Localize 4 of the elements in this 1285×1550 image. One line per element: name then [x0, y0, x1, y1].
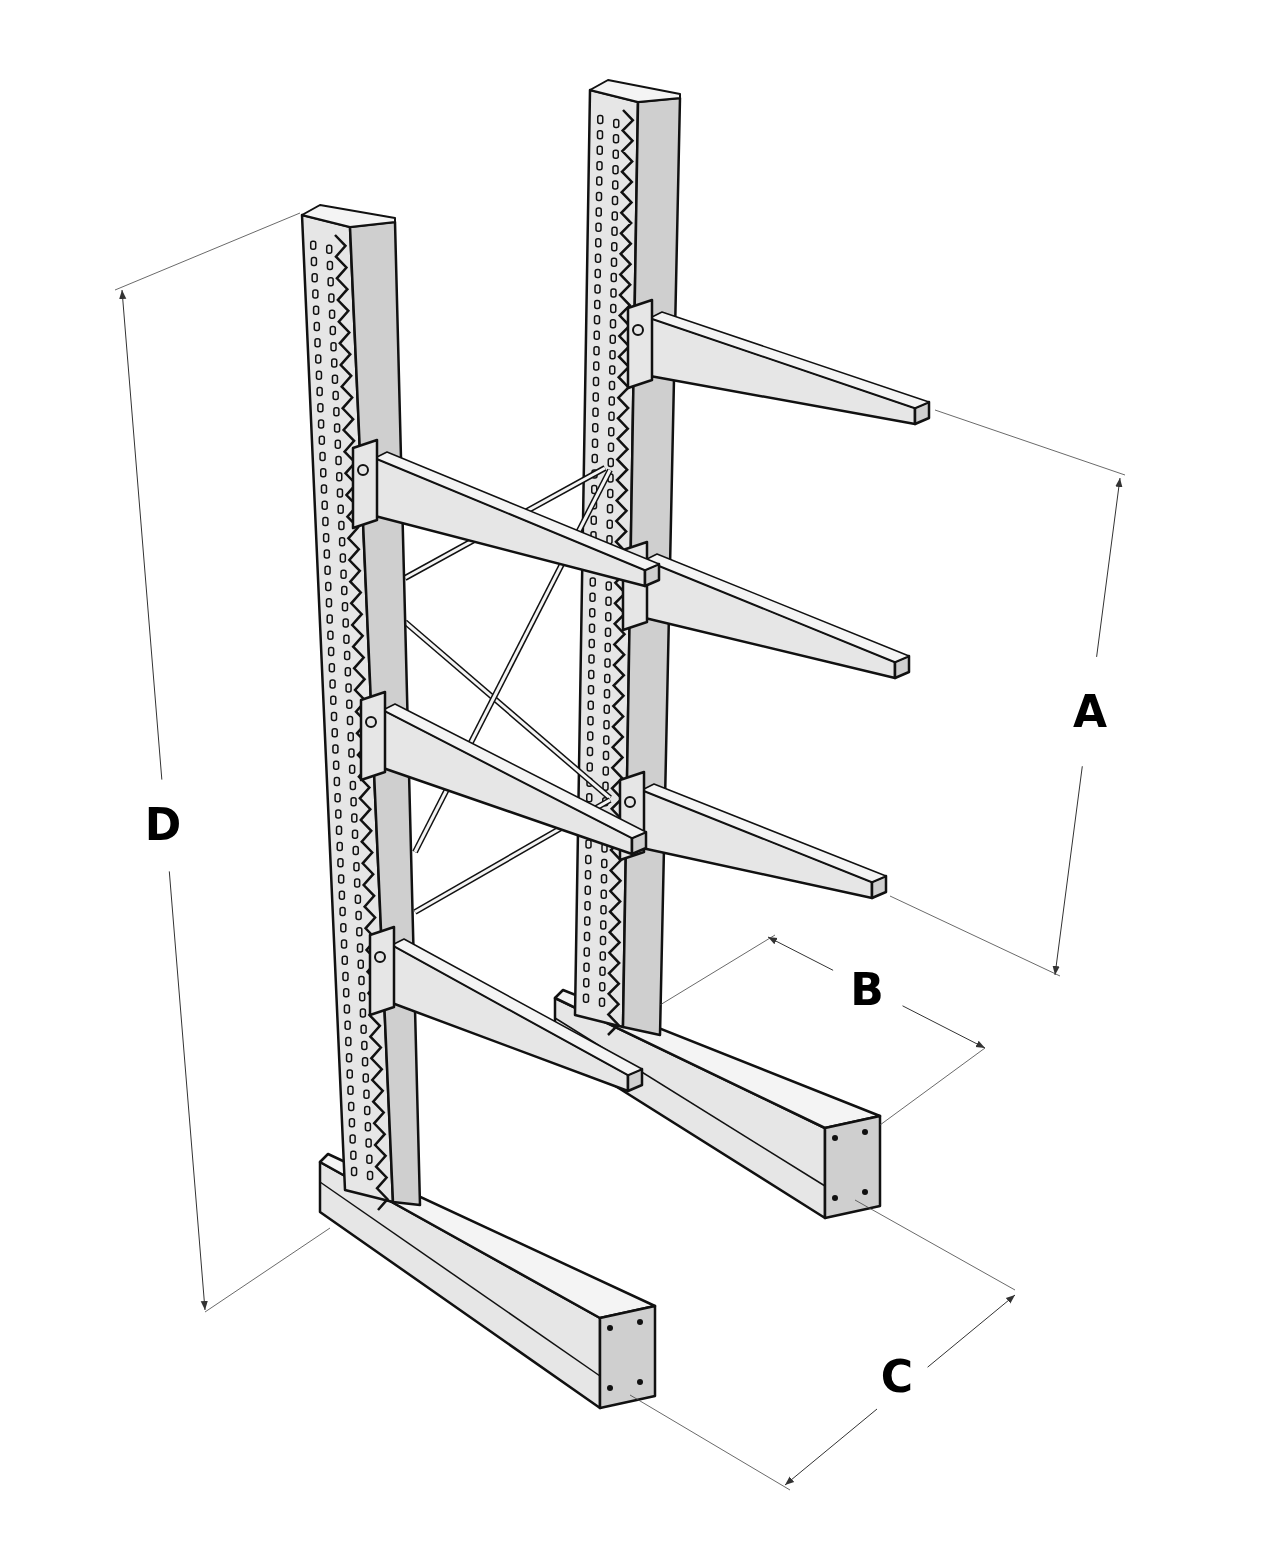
- dimension-label: D: [144, 803, 182, 847]
- dimension-label: A: [1072, 690, 1108, 734]
- dimension-label: C: [880, 1355, 914, 1399]
- dimension-label: B: [850, 968, 884, 1012]
